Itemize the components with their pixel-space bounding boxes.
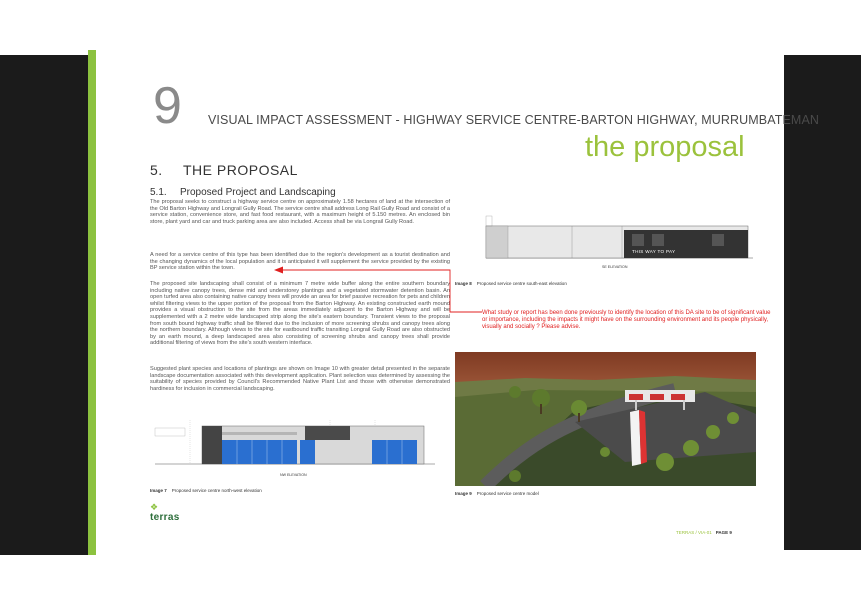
paragraph-3: The proposed site landscaping shall cons… [150, 281, 450, 347]
image8-caption: Image 8 Proposed service centre south-eas… [455, 281, 567, 286]
logo-text: terras [150, 512, 180, 523]
subsection-number: 5.1. [150, 187, 167, 198]
comment-arrow [274, 266, 482, 313]
image7-label: Image 7 [150, 488, 167, 493]
page-number: PAGE 9 [715, 530, 732, 535]
red-comment: What study or report has been done previ… [482, 310, 771, 331]
subsection-heading: 5.1. Proposed Project and Landscaping [150, 187, 336, 198]
terras-logo: ❖ terras [150, 502, 180, 524]
image9-label: Image 9 [455, 491, 472, 496]
image7-drawing-title: NW ELEVATION [280, 473, 307, 477]
green-margin-stripe [88, 50, 96, 555]
right-dark-band [784, 55, 861, 550]
image7-caption: Image 7 Proposed service centre north-wes… [150, 488, 262, 493]
image8-elevation-drawing: THIS WAY TO PAY SE ELEVATION [482, 210, 757, 278]
paragraph-2: A need for a service centre of this type… [150, 252, 450, 272]
left-dark-band [0, 55, 88, 555]
paragraph-1: The proposal seeks to construct a highwa… [150, 199, 450, 225]
section-number: 5. [150, 162, 163, 178]
paragraph-4: Suggested plant species and locations of… [150, 366, 450, 392]
section-title: the proposal [585, 131, 745, 163]
image8-label: Image 8 [455, 281, 472, 286]
logo-leaf-icon: ❖ [150, 502, 159, 512]
image7-caption-text: Proposed service centre north-west eleva… [171, 488, 262, 493]
chapter-number: 9 [153, 77, 182, 135]
image9-caption: Image 9 Proposed service centre model [455, 491, 539, 496]
image7-elevation-drawing: NW ELEVATION [150, 412, 440, 484]
footer-doc-ref: TERRAS / VIA-01 [676, 530, 712, 535]
section-heading: 5. THE PROPOSAL [150, 162, 298, 178]
document-title: VISUAL IMPACT ASSESSMENT - HIGHWAY SERVI… [208, 113, 820, 127]
section-heading-text: THE PROPOSAL [183, 162, 298, 178]
image8-drawing-title: SE ELEVATION [602, 265, 628, 269]
image9-caption-text: Proposed service centre model [476, 491, 539, 496]
image8-caption-text: Proposed service centre south-east eleva… [476, 281, 567, 286]
subsection-heading-text: Proposed Project and Landscaping [180, 187, 336, 198]
image9-render [455, 352, 756, 486]
image8-sign-text: THIS WAY TO PAY [632, 249, 675, 254]
